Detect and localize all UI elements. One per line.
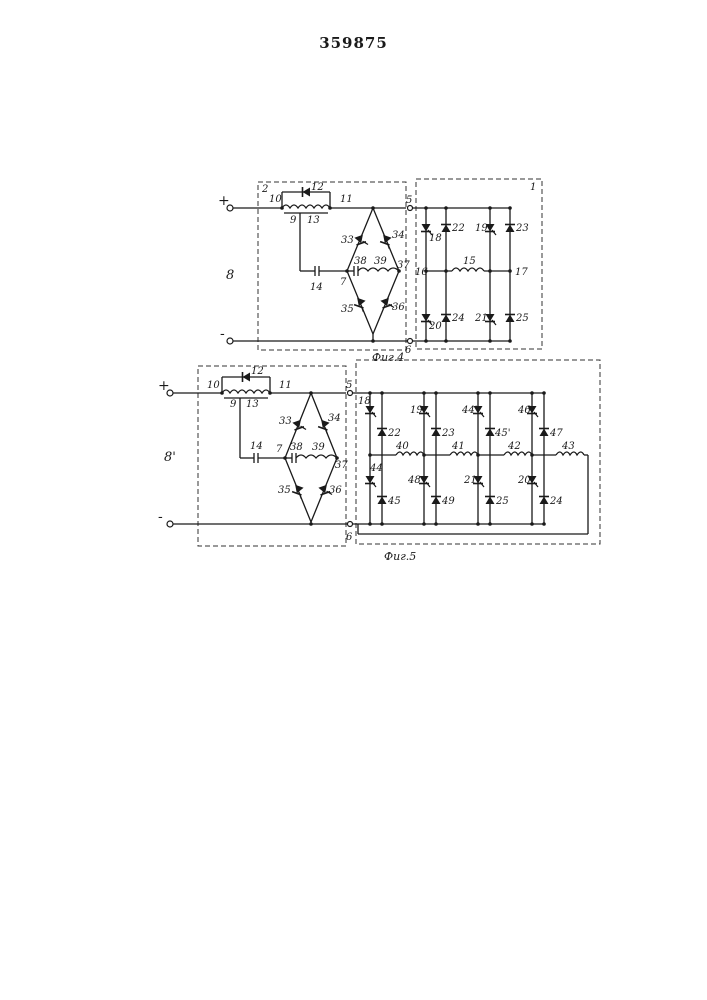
- fig4-label-2: 2: [261, 184, 268, 195]
- fig4-label-1: 1: [530, 182, 536, 193]
- fig4-diode-12: [303, 187, 311, 197]
- fig5-label-25: 25: [495, 496, 509, 507]
- fig4-caption: Фиг.4: [372, 351, 404, 364]
- fig4-label-14: 14: [310, 282, 323, 293]
- fig4-label-6: 6: [405, 345, 412, 356]
- fig4-label-11: 11: [340, 194, 353, 205]
- fig5-label-47: 47: [549, 428, 563, 439]
- fig4-label-18: 18: [429, 233, 442, 244]
- fig4-label-37: 37: [397, 260, 410, 271]
- fig4-label-7: 7: [340, 277, 347, 288]
- fig4-plus-label: +: [218, 193, 230, 209]
- fig5-diode-12: [243, 372, 251, 382]
- fig5-label-35: 35: [278, 485, 291, 496]
- fig5-label-44p: 44': [461, 405, 477, 416]
- fig5-label-38: 38: [290, 442, 303, 453]
- fig5-plus-label: +: [158, 378, 170, 394]
- fig4-label-35: 35: [341, 304, 354, 315]
- fig5-label-49: 49: [441, 496, 455, 507]
- fig5-diode-22: [377, 429, 387, 437]
- fig4-thyristor-35: [353, 298, 367, 312]
- fig5-diode-24: [539, 497, 549, 505]
- fig5-diode-23: [431, 429, 441, 437]
- fig4-thyristor-33: [354, 234, 368, 248]
- fig4-label-34: 34: [392, 230, 405, 241]
- fig4-label-25: 25: [515, 313, 529, 324]
- fig4-label-21: 21: [474, 313, 488, 324]
- fig5-thyristor-33: [292, 419, 306, 433]
- fig5-minus-label: -: [158, 509, 163, 525]
- fig4-label-15: 15: [463, 256, 476, 267]
- fig5-label-23: 23: [441, 428, 455, 439]
- fig4-diode-22: [441, 225, 451, 233]
- fig5-diode-25: [485, 497, 495, 505]
- fig5-label-37: 37: [335, 460, 348, 471]
- fig5-label-6: 6: [346, 532, 353, 543]
- fig5-label-40: 40: [395, 441, 409, 452]
- fig5-minus-terminal: [167, 521, 173, 527]
- fig5-label-33: 33: [279, 416, 292, 427]
- fig4-label-5: 5: [406, 195, 412, 206]
- fig4-label-38: 38: [354, 256, 367, 267]
- fig5-label-7: 7: [276, 444, 283, 455]
- fig4-label-9: 9: [290, 215, 297, 226]
- fig4-side-label: 8: [226, 268, 234, 283]
- figure-4: + - 8 2 1 10 11 12 9 13 5 6 7 14 38 39 3…: [218, 179, 542, 364]
- fig4-label-17: 17: [515, 267, 528, 278]
- fig5-thyristor-35: [291, 485, 305, 499]
- fig4-label-19: 19: [475, 223, 488, 234]
- fig4-label-16: 16: [415, 267, 428, 278]
- fig5-label-24: 24: [549, 496, 563, 507]
- fig4-label-10: 10: [269, 194, 282, 205]
- fig4-label-20: 20: [428, 321, 442, 332]
- fig4-label-13: 13: [307, 215, 320, 226]
- fig5-label-9: 9: [230, 399, 237, 410]
- fig5-label-45p: 45': [494, 428, 510, 439]
- fig5-label-11: 11: [279, 380, 292, 391]
- fig5-label-20: 20: [517, 475, 531, 486]
- fig5-label-48: 48: [407, 475, 421, 486]
- fig4-thyristor-34: [379, 235, 393, 249]
- fig5-label-10: 10: [207, 380, 220, 391]
- fig5-label-22: 22: [387, 428, 401, 439]
- fig5-label-12: 12: [251, 366, 264, 377]
- fig4-label-33: 33: [341, 235, 354, 246]
- fig5-label-21: 21: [463, 475, 477, 486]
- fig5-side-label: 8': [164, 450, 176, 465]
- fig5-label-39: 39: [312, 442, 325, 453]
- fig5-label-36: 36: [329, 485, 342, 496]
- fig4-minus-terminal: [227, 338, 233, 344]
- fig5-label-19: 19: [410, 405, 423, 416]
- fig5-label-42: 42: [507, 441, 521, 452]
- fig5-label-18: 18: [358, 396, 371, 407]
- fig5-label-5: 5: [346, 380, 352, 391]
- fig4-label-22: 22: [451, 223, 465, 234]
- fig4-label-39: 39: [374, 256, 387, 267]
- fig4-minus-label: -: [220, 326, 225, 342]
- fig5-label-43: 43: [561, 441, 575, 452]
- fig4-label-23: 23: [515, 223, 529, 234]
- fig4-label-36: 36: [392, 302, 405, 313]
- figure-5: + - 8' 10 11 12 9 13 5 6 7 14 38 39 37 3…: [158, 360, 600, 563]
- fig5-label-34: 34: [328, 413, 341, 424]
- fig5-label-14: 14: [250, 441, 263, 452]
- fig5-label-45: 45: [387, 496, 401, 507]
- fig5-diode-45: [377, 497, 387, 505]
- fig4-label-12: 12: [311, 182, 324, 193]
- fig5-label-44: 44: [369, 463, 383, 474]
- fig4-label-24: 24: [451, 313, 465, 324]
- fig5-diode-47: [539, 429, 549, 437]
- fig4-diode-25: [505, 315, 515, 323]
- fig5-diode-45p: [485, 429, 495, 437]
- fig5-label-13: 13: [246, 399, 259, 410]
- fig5-caption: Фиг.5: [384, 550, 416, 563]
- fig5-label-41: 41: [451, 441, 465, 452]
- fig4-diode-24: [441, 315, 451, 323]
- fig5-label-46: 46: [517, 405, 531, 416]
- fig4-diode-23: [505, 225, 515, 233]
- fig5-diode-49: [431, 497, 441, 505]
